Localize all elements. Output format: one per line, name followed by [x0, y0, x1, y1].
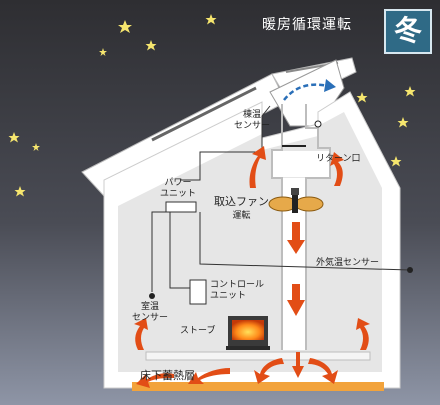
room-sensor-label: 室温 センサー [132, 302, 168, 324]
control-unit-label: コントロール ユニット [210, 280, 264, 302]
star-icon [8, 14, 416, 197]
roof-airflow-arrowhead [324, 79, 336, 92]
diagram-title: 暖房循環運転 [262, 17, 352, 33]
return-port-label: リターン口 [316, 154, 361, 164]
intake-fan-label: 取込ファン 運転 [214, 196, 269, 222]
outdoor-sensor-icon [407, 267, 413, 273]
power-unit-icon [165, 201, 197, 213]
underfloor-storage-layer [132, 382, 384, 391]
power-unit-label-line1: パワー [164, 178, 192, 188]
ridge-sensor-label: 棟温 センサー [234, 110, 270, 132]
season-badge: 冬 [384, 9, 432, 54]
solar-panel [151, 86, 257, 142]
roof-airflow-arrow [283, 83, 329, 101]
intake-fan-label-line2: 運転 [232, 211, 251, 221]
power-unit-label: パワー ユニット [160, 178, 196, 200]
room-sensor-label-line2: センサー [132, 313, 169, 323]
room-sensor-label-line1: 室温 [141, 302, 160, 312]
ridge-sensor-label-line1: 棟温 [243, 110, 262, 120]
stove-label: ストーブ [180, 326, 216, 336]
underfloor-storage-label: 床下蓄熱層 [140, 369, 195, 382]
outdoor-sensor-label: 外気温センサー [316, 258, 380, 268]
heat-flow-arrows [134, 146, 370, 388]
intake-fan-label-line1: 取込ファン [214, 195, 269, 208]
stove-icon [226, 316, 270, 350]
fan-icon [268, 188, 324, 213]
control-unit-icon [189, 279, 207, 305]
duct-upper-fill [273, 151, 329, 177]
power-unit-label-line2: ユニット [160, 189, 197, 199]
damper-pivot [314, 120, 322, 128]
floor-slab [145, 351, 371, 361]
ridge-sensor-label-line2: センサー [234, 121, 271, 131]
control-unit-label-line1: コントロール [210, 280, 265, 290]
control-unit-label-line2: ユニット [210, 291, 247, 301]
room-sensor-icon [149, 293, 155, 299]
